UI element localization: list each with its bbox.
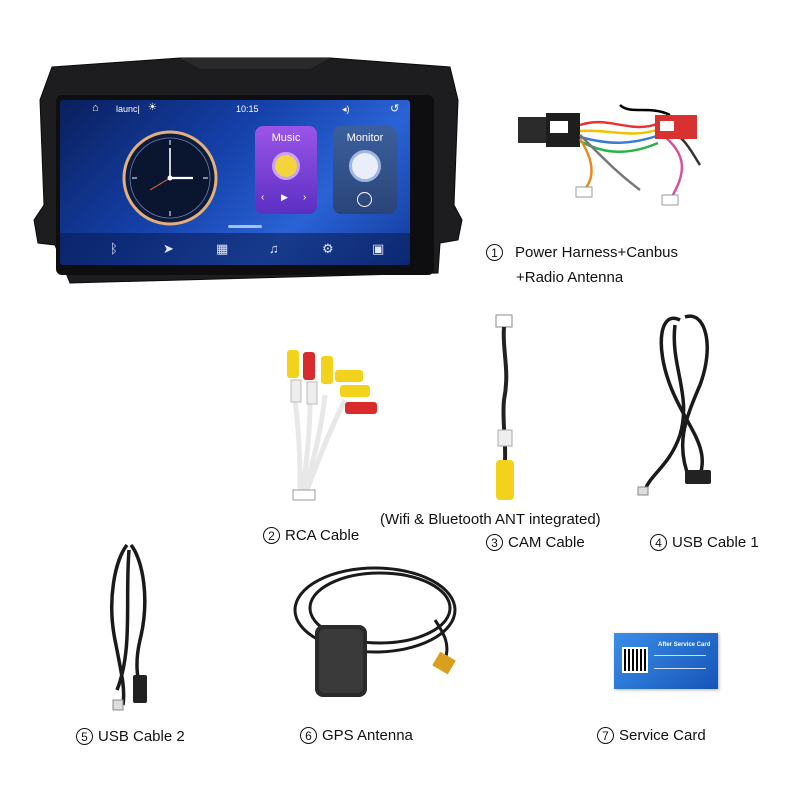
monitor-go-button[interactable]: [357, 192, 372, 207]
music-disc: [272, 152, 300, 180]
music-card-title: Music: [271, 132, 301, 144]
head-unit-screen[interactable]: ⌂ launc| ☀ 10:15 ◂) ↺ Music ‹ ▶ › Monito…: [60, 100, 410, 265]
service-card-text-lines: [654, 655, 706, 669]
item-number: 7: [597, 727, 614, 744]
dock-bar: ᛒ ➤ ▦ ♫ ⚙ ▣: [60, 233, 410, 265]
item-label-usb-cable-2: 5 USB Cable 2: [76, 728, 185, 745]
gps-antenna-image: [293, 566, 457, 697]
camera-icon[interactable]: ▣: [372, 241, 385, 256]
monitor-camera-icon: [349, 150, 381, 182]
service-card-title: After Service Card: [658, 642, 711, 648]
bluetooth-icon[interactable]: ᛒ: [110, 241, 118, 256]
power-harness-image: [518, 103, 702, 206]
status-bar: ⌂ launc| ☀ 10:15 ◂) ↺: [60, 100, 410, 120]
status-time: 10:15: [236, 104, 259, 114]
page-indicator: [228, 225, 262, 228]
item-number: 4: [650, 534, 667, 551]
usb-cable-1-image: [637, 314, 711, 496]
service-card-image: After Service Card: [614, 633, 718, 689]
cam-cable-image: [495, 314, 514, 500]
item-label-power-harness-line2: +Radio Antenna: [516, 269, 624, 286]
item-label-usb-cable-1: 4 USB Cable 1: [650, 534, 759, 551]
item-label-service-card: 7 Service Card: [597, 727, 706, 744]
monitor-card-title: Monitor: [346, 132, 384, 144]
volume-icon: ◂): [342, 104, 350, 114]
apps-icon[interactable]: ▦: [216, 241, 229, 256]
item-label-rca-cable: 2 RCA Cable: [263, 527, 359, 544]
qr-code-icon: [622, 647, 648, 673]
item-label-power-harness: 1 Power Harness+Canbus: [486, 244, 678, 261]
home-icon[interactable]: ⌂: [92, 102, 99, 114]
cam-cable-note: (Wifi & Bluetooth ANT integrated): [380, 511, 601, 528]
navigation-icon[interactable]: ➤: [163, 241, 174, 256]
clock-widget: [122, 130, 218, 226]
item-number: 5: [76, 728, 93, 745]
item-number: 2: [263, 527, 280, 544]
music-card[interactable]: Music ‹ ▶ ›: [255, 126, 317, 214]
back-icon[interactable]: ↺: [390, 103, 400, 115]
play-pause-icon[interactable]: ▶: [281, 192, 288, 202]
item-number: 6: [300, 727, 317, 744]
music-icon[interactable]: ♫: [269, 241, 279, 256]
status-app-name: launc|: [116, 104, 140, 114]
item-label-gps-antenna: 6 GPS Antenna: [300, 727, 413, 744]
item-number: 3: [486, 534, 503, 551]
settings-icon[interactable]: ⚙: [322, 241, 334, 256]
prev-icon[interactable]: ‹: [261, 192, 265, 203]
usb-cable-2-image: [110, 543, 147, 711]
item-label-cam-cable: 3 CAM Cable: [486, 534, 585, 551]
sun-icon: ☀: [148, 102, 157, 113]
next-icon[interactable]: ›: [303, 192, 307, 203]
monitor-card[interactable]: Monitor: [333, 126, 397, 214]
rca-cable-image: [287, 350, 377, 501]
item-number: 1: [486, 244, 503, 261]
